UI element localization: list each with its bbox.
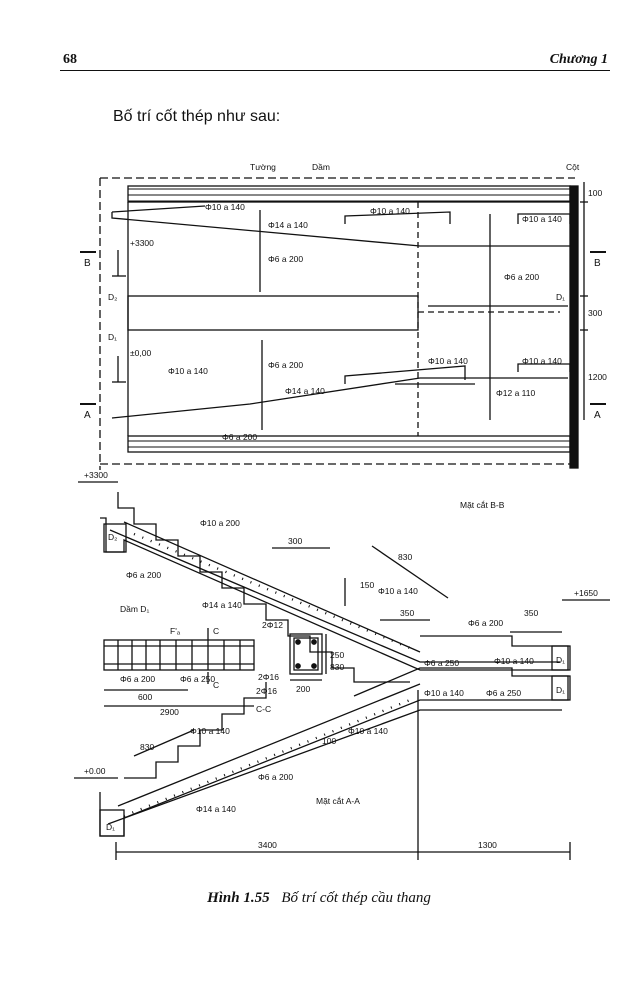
plan-rebar-5: Φ6 a 200 <box>268 254 303 264</box>
aa-r3: Φ14 a 140 <box>196 804 236 814</box>
plan-rebar-4: Φ10 a 140 <box>522 214 562 224</box>
bb-r1: Φ10 a 200 <box>200 518 240 528</box>
beam-title: Dầm D₁ <box>120 604 149 614</box>
plan-rebar-7: Φ6 a 200 <box>268 360 303 370</box>
bb-dim830b: 830 <box>330 662 344 672</box>
section-a-right: A <box>594 410 601 421</box>
figure-number: Hình 1.55 <box>207 890 270 906</box>
beam-detail-drawing <box>103 628 327 707</box>
aa-r4: Φ10 a 140 <box>348 726 388 736</box>
beam-c-bot: C <box>213 680 219 690</box>
section-aa-labels: +0.00 Φ10 a 140 Φ6 a 200 Φ14 a 140 Mặt c… <box>84 685 565 850</box>
beam-h250: 250 <box>330 650 344 660</box>
bb-dim300: 300 <box>288 536 302 546</box>
d1-left-label: D₁ <box>108 332 117 342</box>
beam-detail-labels: Dầm D₁ F'ₐ C C Φ6 a 200 Φ6 a 250 600 290… <box>120 604 344 717</box>
aa-dim3400: 3400 <box>258 840 277 850</box>
aa-r2: Φ6 a 200 <box>258 772 293 782</box>
bb-r4: Φ10 a 140 <box>378 586 418 596</box>
elev-bottom: ±0,00 <box>130 348 151 358</box>
figure-caption: Hình 1.55 Bố trí cốt thép cầu thang <box>0 890 638 907</box>
bb-r7: Φ6 a 250 <box>424 658 459 668</box>
bb-d1: D₁ <box>556 655 565 665</box>
plan-rebar-6: Φ6 a 200 <box>504 272 539 282</box>
elev-top: +3300 <box>130 238 154 248</box>
dim-1200: 1200 <box>588 372 607 382</box>
figure-title: Bố trí cốt thép cầu thang <box>281 890 431 906</box>
beam-fa: F'ₐ <box>170 626 181 636</box>
bb-dim150: 150 <box>360 580 374 590</box>
dim-100: 100 <box>588 188 602 198</box>
intro-text: Bố trí cốt thép như sau: <box>113 108 281 125</box>
plan-rebar-1: Φ10 a 140 <box>205 202 245 212</box>
page-number: 68 <box>63 52 77 67</box>
aa-title: Mặt cắt A-A <box>316 796 360 806</box>
plan-rebar-10: Φ14 a 140 <box>285 386 325 396</box>
wall-label: Tường <box>250 162 276 172</box>
plan-rebar-2: Φ14 a 140 <box>268 220 308 230</box>
plan-rebar-3: Φ10 a 140 <box>370 206 410 216</box>
bb-dim350b: 350 <box>524 608 538 618</box>
dim-300: 300 <box>588 308 602 318</box>
aa-dim100: 100 <box>322 736 336 746</box>
beam-d600: 600 <box>138 692 152 702</box>
section-b-left: B <box>84 258 91 269</box>
aa-d1: D₁ <box>556 685 565 695</box>
aa-r1: Φ10 a 140 <box>190 726 230 736</box>
aa-r6: Φ6 a 250 <box>486 688 521 698</box>
beam-label: Dầm <box>312 162 330 172</box>
plan-rebar-12: Φ10 a 140 <box>522 356 562 366</box>
section-a-left: A <box>84 410 91 421</box>
plan-view <box>80 177 606 470</box>
plan-rebar-8: Φ10 a 140 <box>168 366 208 376</box>
bb-r3: Φ14 a 140 <box>202 600 242 610</box>
bb-elev-mid: +1650 <box>574 588 598 598</box>
beam-top-bars: 2Φ12 <box>262 620 283 630</box>
plan-labels: Tường Dầm Cột B B A A D₂ D₁ D₁ +3300 ±0,… <box>84 162 607 442</box>
bb-dim830: 830 <box>398 552 412 562</box>
aa-dim1300: 1300 <box>478 840 497 850</box>
beam-s2: Φ6 a 250 <box>180 674 215 684</box>
bb-r5: Φ6 a 200 <box>468 618 503 628</box>
d2-label: D₂ <box>108 292 117 302</box>
section-b-right: B <box>594 258 601 269</box>
section-bb-drawing <box>78 481 610 683</box>
aa-d1b: D₁ <box>106 822 115 832</box>
bb-title: Mặt cắt B-B <box>460 500 505 510</box>
section-bb-labels: +3300 Mặt cắt B-B D₂ Φ10 a 200 Φ6 a 200 … <box>84 470 598 672</box>
beam-bot-bars1: 2Φ16 <box>258 672 279 682</box>
beam-cc: C-C <box>256 704 271 714</box>
bb-elev-top: +3300 <box>84 470 108 480</box>
plan-rebar-13: Φ12 a 110 <box>496 388 536 398</box>
bb-dim350a: 350 <box>400 608 414 618</box>
aa-elev: +0.00 <box>84 766 106 776</box>
chapter-title: Chương 1 <box>549 52 608 67</box>
header-rule <box>60 70 610 71</box>
beam-d2900: 2900 <box>160 707 179 717</box>
plan-rebar-11: Φ10 a 140 <box>428 356 468 366</box>
bb-r6: Φ10 a 140 <box>494 656 534 666</box>
plan-rebar-9: Φ6 a 200 <box>222 432 257 442</box>
aa-r5: Φ10 a 140 <box>424 688 464 698</box>
d1-label: D₁ <box>556 292 565 302</box>
section-aa-drawing <box>74 667 571 860</box>
aa-dim830: 830 <box>140 742 154 752</box>
beam-w200: 200 <box>296 684 310 694</box>
beam-c-top: C <box>213 626 219 636</box>
beam-s1: Φ6 a 200 <box>120 674 155 684</box>
bb-r2: Φ6 a 200 <box>126 570 161 580</box>
column-label: Cột <box>566 162 580 172</box>
bb-d2: D₂ <box>108 532 117 542</box>
